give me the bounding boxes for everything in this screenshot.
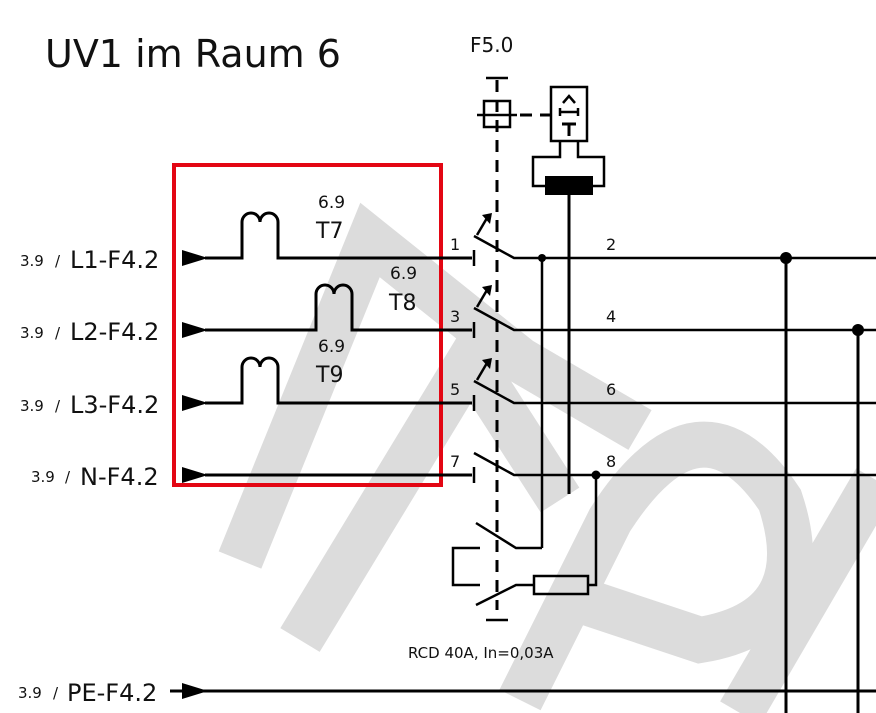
watermark bbox=[218, 202, 876, 713]
device-reference: F5.0 bbox=[470, 33, 513, 57]
svg-text:/: / bbox=[55, 324, 61, 342]
input-label-pe: 3.9 / PE-F4.2 bbox=[18, 679, 157, 707]
wire-l2-in bbox=[205, 283, 472, 332]
highlight-box bbox=[172, 163, 443, 487]
wire-l1-in bbox=[205, 211, 472, 260]
terminal-t9: 6.9 T9 bbox=[315, 337, 345, 388]
page-title: UV1 im Raum 6 bbox=[45, 32, 341, 76]
rcd-contacts bbox=[472, 213, 876, 483]
svg-text:L3-F4.2: L3-F4.2 bbox=[70, 391, 159, 419]
svg-text:/: / bbox=[55, 252, 61, 270]
svg-text:/: / bbox=[55, 397, 61, 415]
pin-5: 5 bbox=[450, 380, 460, 399]
svg-text:L1-F4.2: L1-F4.2 bbox=[70, 246, 159, 274]
wire-l3-in bbox=[205, 356, 472, 405]
trip-unit-icon bbox=[531, 85, 606, 195]
input-label-l2: 3.9 / L2-F4.2 bbox=[20, 318, 159, 346]
busbars bbox=[780, 252, 864, 713]
terminal-t8: 6.9 T8 bbox=[388, 264, 417, 316]
arrow-icon-n bbox=[182, 467, 208, 483]
test-button-icon bbox=[477, 99, 553, 129]
svg-text:6.9: 6.9 bbox=[390, 264, 417, 284]
svg-text:L2-F4.2: L2-F4.2 bbox=[70, 318, 159, 346]
svg-text:3.9: 3.9 bbox=[20, 324, 44, 342]
svg-text:3.9: 3.9 bbox=[20, 397, 44, 415]
input-label-l3: 3.9 / L3-F4.2 bbox=[20, 391, 159, 419]
svg-text:6.9: 6.9 bbox=[318, 193, 345, 213]
pin-2: 2 bbox=[606, 235, 616, 254]
input-label-n: 3.9 / N-F4.2 bbox=[31, 463, 159, 491]
svg-text:/: / bbox=[53, 684, 59, 702]
arrow-icon-l2 bbox=[182, 322, 208, 338]
device-description: RCD 40A, In=0,03A bbox=[408, 644, 554, 662]
svg-text:3.9: 3.9 bbox=[31, 468, 55, 486]
pin-1: 1 bbox=[450, 235, 460, 254]
svg-text:T7: T7 bbox=[315, 219, 343, 244]
input-label-l1: 3.9 / L1-F4.2 bbox=[20, 246, 159, 274]
pin-7: 7 bbox=[450, 452, 460, 471]
arrow-icon-l3 bbox=[182, 395, 208, 411]
svg-text:/: / bbox=[65, 468, 71, 486]
svg-text:6.9: 6.9 bbox=[318, 337, 345, 357]
terminal-t7: 6.9 T7 bbox=[315, 193, 345, 244]
test-circuit bbox=[451, 254, 601, 607]
svg-text:3.9: 3.9 bbox=[18, 684, 42, 702]
arrow-icon-l1 bbox=[182, 250, 208, 266]
svg-text:T9: T9 bbox=[315, 363, 343, 388]
pin-8: 8 bbox=[606, 452, 616, 471]
pin-6: 6 bbox=[606, 380, 616, 399]
svg-text:N-F4.2: N-F4.2 bbox=[80, 463, 159, 491]
svg-text:PE-F4.2: PE-F4.2 bbox=[67, 679, 157, 707]
svg-text:T8: T8 bbox=[388, 291, 416, 316]
arrow-icons bbox=[182, 250, 208, 699]
pin-3: 3 bbox=[450, 307, 460, 326]
svg-text:3.9: 3.9 bbox=[20, 252, 44, 270]
pin-4: 4 bbox=[606, 307, 616, 326]
